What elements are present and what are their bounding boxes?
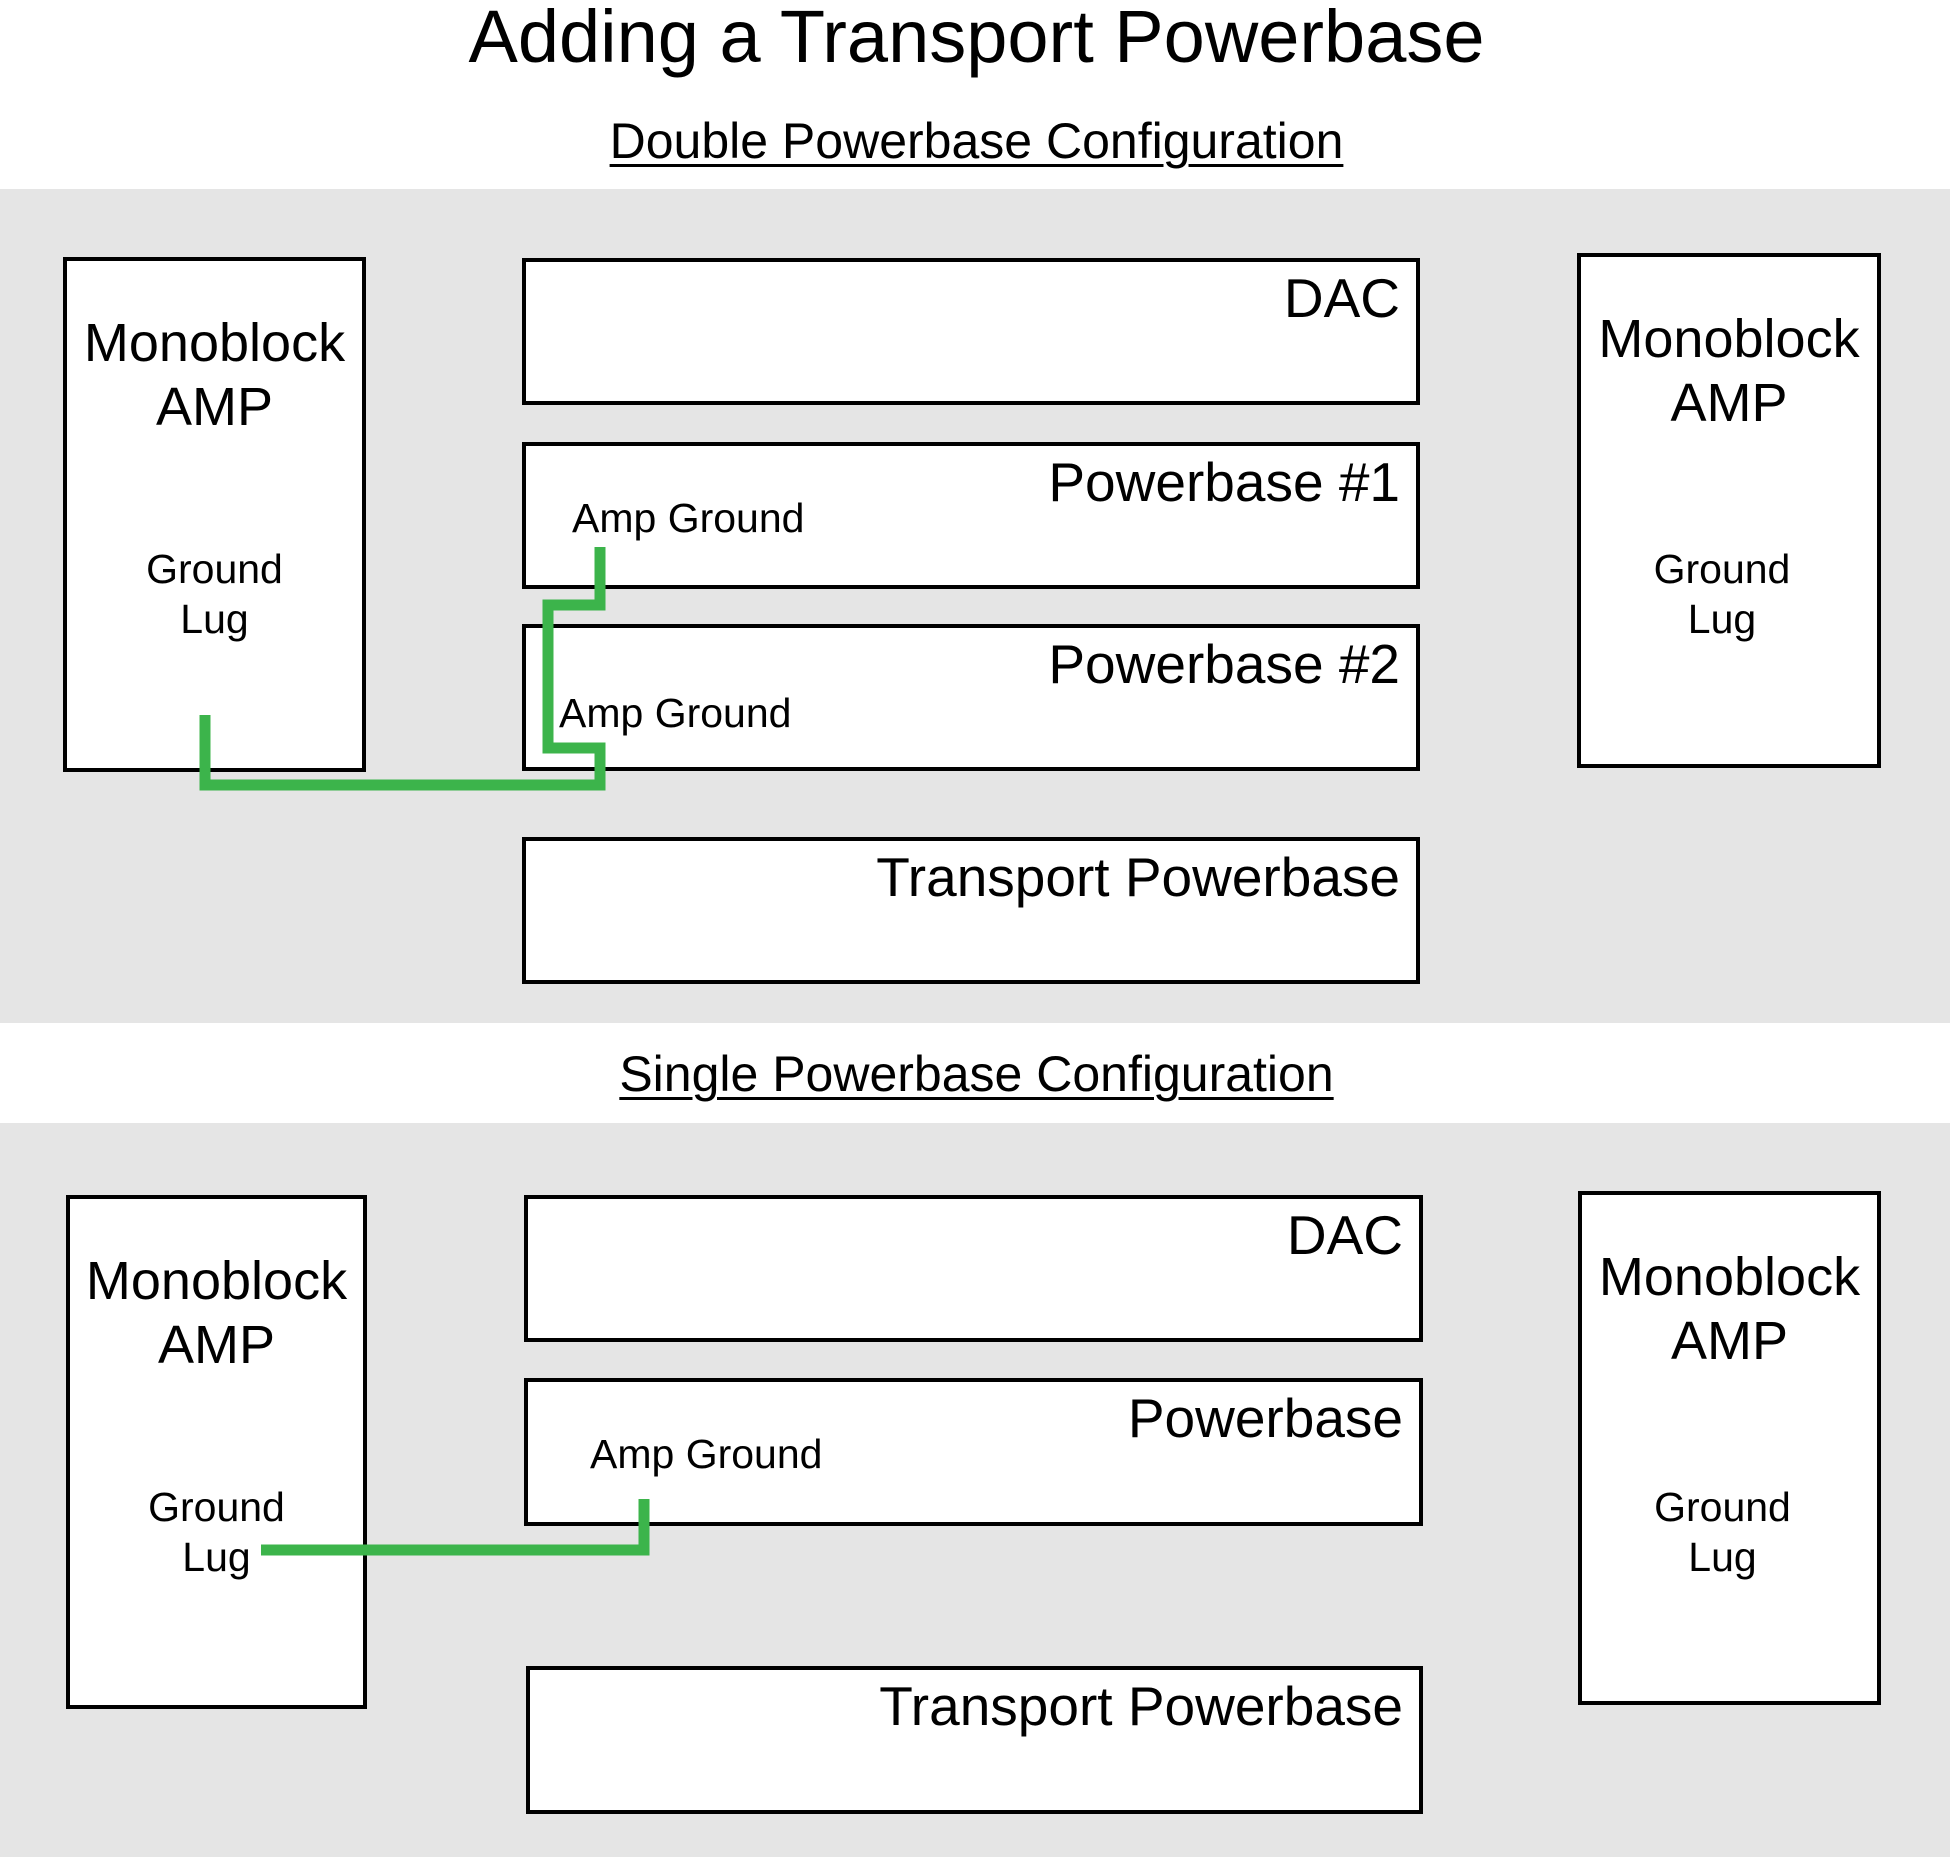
single-config-heading-text: Single Powerbase Configuration	[619, 1046, 1334, 1102]
amp-name-line1: Monoblock	[1598, 309, 1860, 369]
ground-lug-line1: Ground	[1654, 1484, 1791, 1530]
transport-powerbase-label: Transport Powerbase	[879, 1675, 1403, 1737]
double-left-monoblock-amp: Monoblock AMP Ground Lug	[63, 257, 366, 772]
amp-name-line1: Monoblock	[83, 313, 346, 373]
powerbase-1-label: Powerbase #1	[1048, 451, 1400, 513]
ground-lug-line2: Lug	[180, 596, 249, 642]
ground-lug-line2: Lug	[1687, 596, 1757, 642]
double-powerbase-1-box: Powerbase #1 Amp Ground	[522, 442, 1420, 589]
powerbase-2-amp-ground-label: Amp Ground	[559, 690, 792, 736]
powerbase-amp-ground-label: Amp Ground	[590, 1431, 823, 1477]
ground-lug-line1: Ground	[148, 1484, 285, 1530]
single-left-monoblock-amp: Monoblock AMP Ground Lug	[66, 1195, 367, 1709]
ground-lug-line2: Lug	[1688, 1534, 1757, 1580]
amp-name-line2: AMP	[157, 1315, 276, 1375]
amp-name-line1: Monoblock	[1598, 1247, 1861, 1307]
single-powerbase-box: Powerbase Amp Ground	[524, 1378, 1423, 1526]
dac-label: DAC	[1286, 1204, 1403, 1266]
double-transport-powerbase-box: Transport Powerbase	[522, 837, 1420, 984]
single-dac-box: DAC	[524, 1195, 1423, 1342]
transport-powerbase-label: Transport Powerbase	[876, 846, 1400, 908]
single-config-panel: Monoblock AMP Ground Lug DAC Powerbase A…	[0, 1123, 1950, 1857]
double-right-monoblock-amp: Monoblock AMP Ground Lug	[1577, 253, 1881, 768]
dac-label: DAC	[1283, 267, 1400, 329]
powerbase-1-amp-ground-label: Amp Ground	[572, 495, 805, 541]
double-config-panel: Monoblock AMP Ground Lug DAC Powerbase #…	[0, 189, 1950, 1023]
ground-lug-line1: Ground	[1653, 546, 1791, 592]
ground-lug-line1: Ground	[146, 546, 283, 592]
double-powerbase-2-box: Powerbase #2 Amp Ground	[522, 624, 1420, 771]
double-config-heading-text: Double Powerbase Configuration	[609, 113, 1344, 169]
amp-name-line2: AMP	[155, 377, 274, 437]
amp-name-line2: AMP	[1670, 373, 1788, 433]
double-dac-box: DAC	[522, 258, 1420, 405]
diagram-title: Adding a Transport Powerbase	[468, 0, 1485, 78]
powerbase-label: Powerbase	[1127, 1387, 1403, 1449]
ground-lug-line2: Lug	[182, 1534, 251, 1580]
amp-name-line1: Monoblock	[85, 1251, 348, 1311]
single-config-heading: Single Powerbase Configuration	[0, 1045, 1953, 1103]
single-transport-powerbase-box: Transport Powerbase	[526, 1666, 1423, 1814]
amp-name-line2: AMP	[1670, 1311, 1789, 1371]
powerbase-2-label: Powerbase #2	[1048, 633, 1400, 695]
double-config-heading: Double Powerbase Configuration	[0, 112, 1953, 170]
single-right-monoblock-amp: Monoblock AMP Ground Lug	[1578, 1191, 1881, 1705]
